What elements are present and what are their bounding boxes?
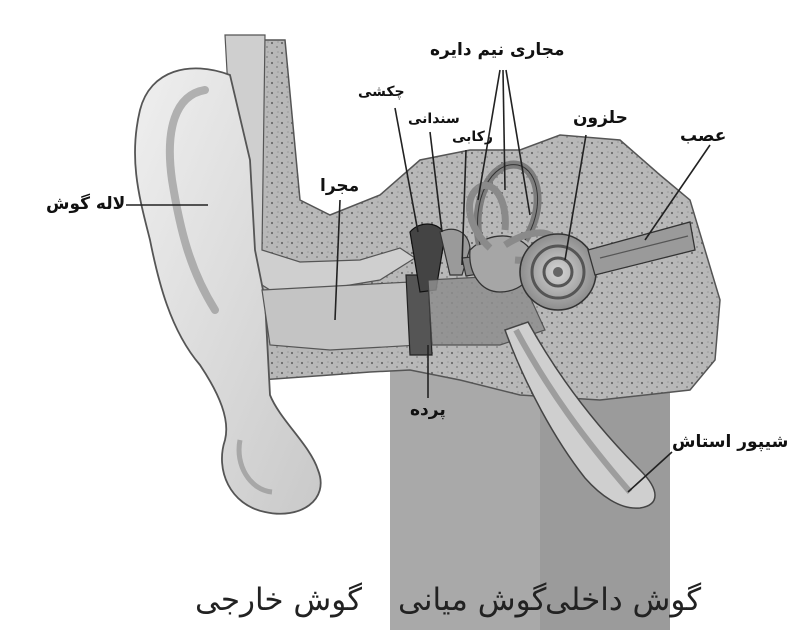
label-stapes: سندانی bbox=[408, 112, 460, 126]
label-pinna: لاله گوش bbox=[46, 196, 125, 213]
region-inner-ear: گوش داخلی bbox=[545, 585, 701, 616]
label-cochlea: حلزون bbox=[573, 110, 628, 127]
label-eustachian-tube: شیپور استاش bbox=[672, 434, 788, 451]
region-middle-ear: گوش میانی bbox=[398, 585, 546, 616]
label-canal: مجرا bbox=[320, 178, 359, 195]
label-nerve: عصب bbox=[680, 128, 726, 145]
region-outer-ear: گوش خارجی bbox=[195, 585, 362, 616]
label-eardrum: پرده bbox=[410, 402, 446, 419]
ear-canal-shape bbox=[262, 282, 420, 350]
label-incus: رکابی bbox=[452, 130, 493, 144]
label-semicircular-canals: مجاری نیم دایره bbox=[430, 42, 565, 59]
label-malleus: چکشی bbox=[358, 85, 405, 99]
